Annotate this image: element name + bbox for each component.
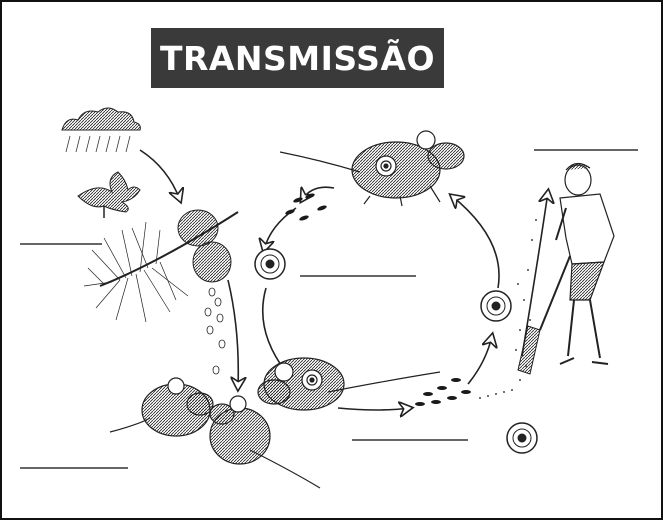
- mouse-icon: [110, 378, 213, 436]
- person-sweeping-icon: [556, 163, 614, 364]
- cycle-arrow-icon: [140, 150, 548, 410]
- falling-seeds: [205, 288, 225, 374]
- mouse-icon: [258, 358, 440, 410]
- broom-icon: [518, 256, 570, 374]
- pine-tree-icon: [78, 172, 140, 218]
- pine-cone-branch-icon: [84, 210, 238, 322]
- title-banner: TRANSMISSÃO: [151, 28, 444, 88]
- title-text: TRANSMISSÃO: [160, 39, 435, 78]
- mouse-icon: [280, 131, 464, 206]
- rain-cloud-icon: [62, 108, 140, 152]
- virus-particle-icon: [255, 249, 537, 453]
